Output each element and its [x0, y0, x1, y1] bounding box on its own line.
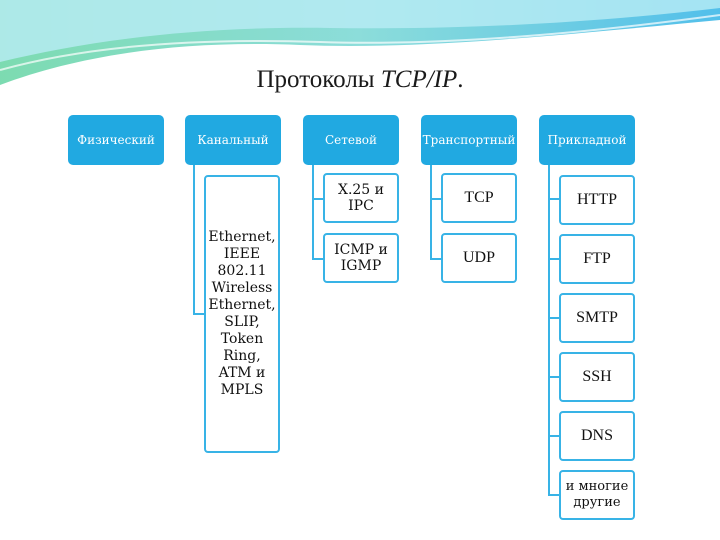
channel-protocols: Ethernet, IEEE 802.11 Wireless Ethernet,…	[208, 229, 276, 398]
network-protocol-label: ICMP и IGMP	[334, 242, 388, 274]
application-branch-2	[548, 258, 560, 260]
application-protocol-label: HTTP	[577, 191, 617, 208]
transport-protocol-2: UDP	[441, 233, 517, 283]
application-protocol-label: DNS	[580, 427, 613, 444]
transport-branch-1	[430, 198, 442, 200]
application-protocol-label: SSH	[582, 368, 612, 385]
decorative-banner	[0, 0, 720, 85]
application-protocol-2: FTP	[559, 234, 635, 284]
layer-header-network: Сетевой	[303, 115, 399, 165]
application-branch-6	[548, 494, 560, 496]
application-protocol-label: SMTP	[576, 309, 618, 326]
layer-header-physical: Физический	[68, 115, 164, 165]
application-protocol-label: и многие другие	[565, 479, 629, 510]
layer-header-transport: Транспортный	[421, 115, 517, 165]
layer-header-application: Прикладной	[539, 115, 635, 165]
transport-protocol-1: TCP	[441, 173, 517, 223]
application-protocol-1: HTTP	[559, 175, 635, 225]
application-branch-1	[548, 198, 560, 200]
channel-branch	[193, 313, 205, 315]
title-main: Протоколы	[256, 66, 381, 93]
transport-connector	[430, 165, 432, 260]
layer-label: Физический	[77, 133, 155, 147]
layer-header-channel: Канальный	[185, 115, 281, 165]
layer-label: Канальный	[197, 133, 269, 147]
transport-protocol-label: TCP	[464, 189, 494, 206]
title-suffix: .	[457, 66, 464, 93]
application-branch-3	[548, 317, 560, 319]
network-connector	[312, 165, 314, 260]
network-branch-1	[312, 198, 324, 200]
layer-label: Транспортный	[422, 133, 516, 147]
transport-protocol-label: UDP	[462, 249, 495, 266]
channel-protocols-box: Ethernet, IEEE 802.11 Wireless Ethernet,…	[204, 175, 280, 453]
network-protocol-label: X.25 и IPC	[337, 182, 384, 214]
layer-label: Сетевой	[324, 133, 377, 147]
application-branch-4	[548, 376, 560, 378]
transport-branch-2	[430, 258, 442, 260]
application-protocol-6: и многие другие	[559, 470, 635, 520]
application-protocol-label: FTP	[583, 250, 611, 267]
channel-connector	[193, 165, 195, 315]
network-branch-2	[312, 258, 324, 260]
application-connector	[548, 165, 550, 495]
network-protocol-1: X.25 и IPC	[323, 173, 399, 223]
layer-label: Прикладной	[547, 133, 627, 147]
application-protocol-5: DNS	[559, 411, 635, 461]
title-italic: TCP/IP	[380, 66, 458, 93]
application-protocol-4: SSH	[559, 352, 635, 402]
application-protocol-3: SMTP	[559, 293, 635, 343]
network-protocol-2: ICMP и IGMP	[323, 233, 399, 283]
application-branch-5	[548, 435, 560, 437]
page-title: Протоколы TCP/IP.	[0, 66, 720, 94]
